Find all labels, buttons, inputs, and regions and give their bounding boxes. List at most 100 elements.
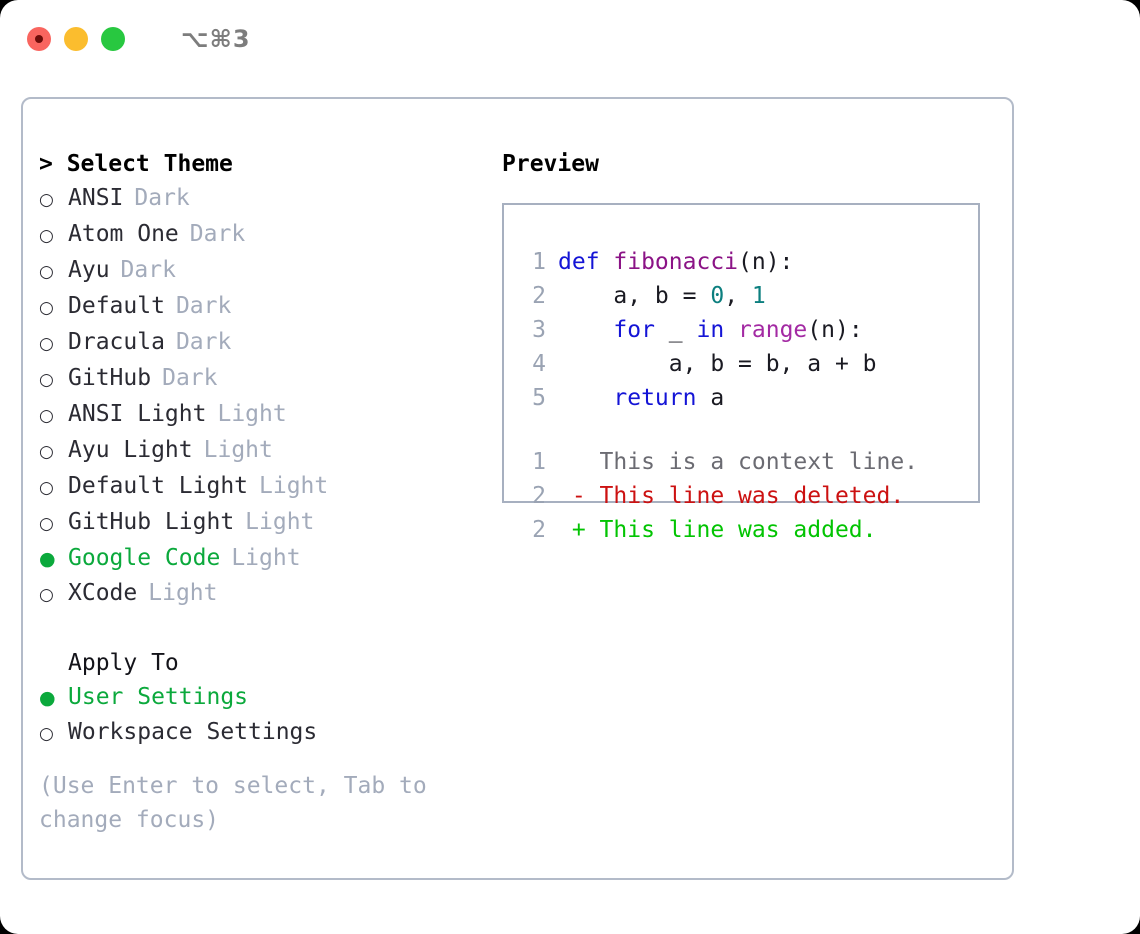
radio-unselected-icon: ○ (39, 370, 54, 390)
radio-unselected-icon: ○ (39, 442, 54, 462)
diff-line-content: - This line was deleted. (558, 479, 904, 513)
code-token: + This line was added. (558, 517, 877, 543)
line-number: 1 (532, 449, 546, 475)
code-line: 1 def fibonacci(n): (504, 245, 978, 279)
theme-option[interactable]: ○ Dracula Dark (39, 325, 499, 361)
line-number: 5 (532, 385, 546, 411)
apply-to-option-label: User Settings (68, 684, 249, 710)
line-number: 3 (532, 317, 546, 343)
code-token (558, 317, 613, 343)
radio-unselected-icon: ○ (39, 298, 54, 318)
theme-option[interactable]: ○ XCode Light (39, 576, 499, 612)
preview-header: Preview (502, 151, 599, 177)
theme-option-label: Ayu (68, 257, 110, 283)
code-token: range (738, 317, 808, 343)
apply-to-list: ● User Settings ○ Workspace Settings (39, 680, 499, 751)
theme-option-tag: Light (217, 401, 287, 427)
line-number: 2 (532, 517, 546, 543)
theme-option-tag: Light (259, 473, 329, 499)
diff-line: 2 - This line was deleted. (504, 479, 978, 513)
theme-option-label: ANSI (68, 185, 124, 211)
theme-option[interactable]: ○ Ayu Dark (39, 253, 499, 289)
code-token: , (724, 283, 752, 309)
theme-option-tag: Light (203, 437, 273, 463)
code-token: 1 (751, 283, 766, 309)
theme-option-tag: Dark (134, 185, 190, 211)
theme-option-tag: Dark (175, 293, 232, 319)
code-line-content: a, b = b, a + b (558, 347, 877, 381)
theme-option-label: Default (68, 293, 165, 319)
theme-option-tag: Dark (189, 221, 246, 247)
radio-unselected-icon: ○ (39, 334, 54, 354)
code-token: 0 (710, 283, 725, 309)
theme-option-label: Default Light (68, 473, 249, 499)
title-bar: ⌥⌘3 (0, 0, 1140, 78)
code-token: (n): (738, 249, 794, 275)
keyboard-shortcut-label: ⌥⌘3 (181, 25, 251, 53)
code-token: def (558, 249, 614, 275)
diff-line: 2 + This line was added. (504, 513, 978, 547)
theme-option[interactable]: ○ ANSI Dark (39, 181, 499, 217)
line-number: 2 (532, 283, 546, 309)
apply-to-option[interactable]: ● User Settings (39, 680, 499, 715)
theme-option-tag: Light (245, 509, 315, 535)
line-number: 1 (532, 249, 546, 275)
diff-sample: 1 This is a context line.2 - This line w… (504, 445, 978, 547)
theme-option-label: XCode (68, 580, 138, 606)
code-token: (n): (807, 317, 863, 343)
radio-unselected-icon: ○ (39, 724, 54, 744)
diff-line: 1 This is a context line. (504, 445, 978, 479)
code-token: - This line was deleted. (558, 483, 905, 509)
radio-unselected-icon: ○ (39, 585, 54, 605)
radio-unselected-icon: ○ (39, 262, 54, 282)
theme-option-tag: Dark (162, 365, 218, 391)
minimize-button[interactable] (64, 27, 88, 51)
radio-unselected-icon: ○ (39, 190, 54, 210)
code-line: 5 return a (504, 381, 978, 415)
apply-to-option[interactable]: ○ Workspace Settings (39, 715, 499, 751)
theme-option-tag: Light (148, 580, 218, 606)
theme-option-label: Google Code (68, 545, 221, 571)
code-token: in (696, 317, 725, 343)
radio-unselected-icon: ○ (39, 478, 54, 498)
theme-option-label: GitHub (68, 365, 152, 391)
code-token: for (613, 317, 655, 343)
code-line: 2 a, b = 0, 1 (504, 279, 978, 313)
window-controls (27, 27, 125, 51)
theme-option-tag: Dark (120, 257, 176, 283)
theme-option-tag: Dark (175, 329, 232, 355)
select-theme-header: > Select Theme (39, 151, 233, 177)
theme-option[interactable]: ● Google Code Light (39, 541, 499, 576)
radio-unselected-icon: ○ (39, 226, 54, 246)
theme-option[interactable]: ○ GitHub Dark (39, 361, 499, 397)
code-line-content: return a (558, 381, 724, 415)
code-line: 3 for _ in range(n): (504, 313, 978, 347)
close-button[interactable] (27, 27, 51, 51)
theme-option-tag: Light (231, 545, 301, 571)
code-token: a, b = (558, 283, 711, 309)
diff-line-content: This is a context line. (558, 445, 919, 479)
apply-to-option-label: Workspace Settings (68, 719, 318, 745)
radio-selected-icon: ● (39, 548, 56, 570)
theme-option[interactable]: ○ Default Dark (39, 289, 499, 325)
zoom-button[interactable] (101, 27, 125, 51)
code-line: 4 a, b = b, a + b (504, 347, 978, 381)
theme-option[interactable]: ○ Default Light Light (39, 469, 499, 505)
line-number: 4 (532, 351, 546, 377)
line-number: 2 (532, 483, 546, 509)
radio-selected-icon: ● (39, 687, 56, 709)
code-line-content: a, b = 0, 1 (558, 279, 766, 313)
radio-unselected-icon: ○ (39, 406, 54, 426)
code-token: _ (654, 317, 697, 343)
code-line-content: def fibonacci(n): (558, 245, 793, 279)
theme-option-label: Dracula (68, 329, 165, 355)
code-gap (504, 415, 978, 445)
